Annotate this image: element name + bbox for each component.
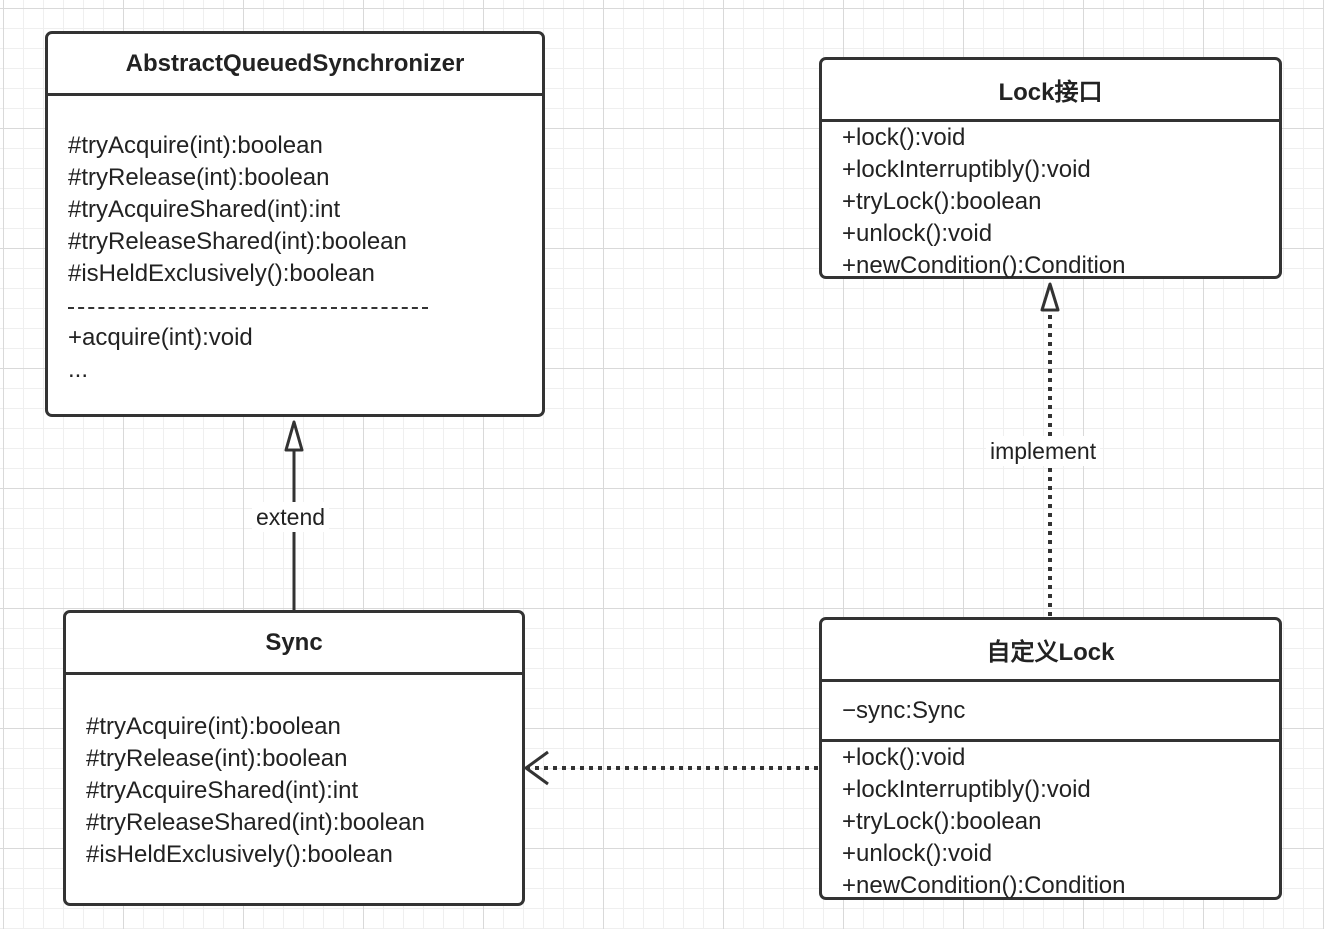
class-lock-interface[interactable]: Lock接口 +lock():void +lockInterruptibly()… <box>819 57 1282 279</box>
methods-section: +lock():void +lockInterruptibly():void +… <box>822 122 1279 282</box>
method: +acquire(int):void <box>68 324 253 351</box>
class-name: 自定义Lock <box>822 620 1279 682</box>
class-custom-lock[interactable]: 自定义Lock −sync:Sync +lock():void +lockInt… <box>819 617 1282 900</box>
class-abstract-queued-synchronizer[interactable]: AbstractQueuedSynchronizer #tryAcquire(i… <box>45 31 545 417</box>
method: #tryRelease(int):boolean <box>68 164 330 191</box>
extend-arrowhead <box>284 420 304 452</box>
extend-label: extend <box>252 502 330 532</box>
methods-section: #tryAcquire(int):boolean #tryRelease(int… <box>48 34 542 386</box>
implement-arrowhead <box>1040 282 1060 312</box>
method: +unlock():void <box>842 840 993 867</box>
class-sync[interactable]: Sync #tryAcquire(int):boolean #tryReleas… <box>63 610 525 906</box>
method: #isHeldExclusively():boolean <box>86 841 393 868</box>
method: #tryAcquireShared(int):int <box>86 777 359 804</box>
method: +lock():void <box>842 744 966 771</box>
class-name: Sync <box>66 613 522 675</box>
method: #tryAcquireShared(int):int <box>68 196 341 223</box>
method: +newCondition():Condition <box>842 252 1126 279</box>
ellipsis: ... <box>68 356 89 383</box>
field: −sync:Sync <box>842 696 966 724</box>
method: +lock():void <box>842 124 966 151</box>
method: #tryReleaseShared(int):boolean <box>86 809 425 836</box>
dashed-separator <box>68 290 542 322</box>
method: #tryRelease(int):boolean <box>86 745 348 772</box>
dependency-arrowhead <box>524 750 549 786</box>
method: #tryReleaseShared(int):boolean <box>68 228 407 255</box>
method: +unlock():void <box>842 220 993 247</box>
method: #isHeldExclusively():boolean <box>68 260 375 287</box>
method: #tryAcquire(int):boolean <box>68 132 323 159</box>
methods-section: +lock():void +lockInterruptibly():void +… <box>822 742 1279 902</box>
method: +tryLock():boolean <box>842 188 1042 215</box>
implement-label: implement <box>986 436 1101 466</box>
methods-section: #tryAcquire(int):boolean #tryRelease(int… <box>66 711 522 871</box>
method: +newCondition():Condition <box>842 872 1126 899</box>
method: +tryLock():boolean <box>842 808 1042 835</box>
method: +lockInterruptibly():void <box>842 156 1091 183</box>
method: #tryAcquire(int):boolean <box>86 713 341 740</box>
class-name: AbstractQueuedSynchronizer <box>48 34 542 96</box>
fields-section: −sync:Sync <box>822 682 1279 742</box>
method: +lockInterruptibly():void <box>842 776 1091 803</box>
class-name: Lock接口 <box>822 60 1279 122</box>
